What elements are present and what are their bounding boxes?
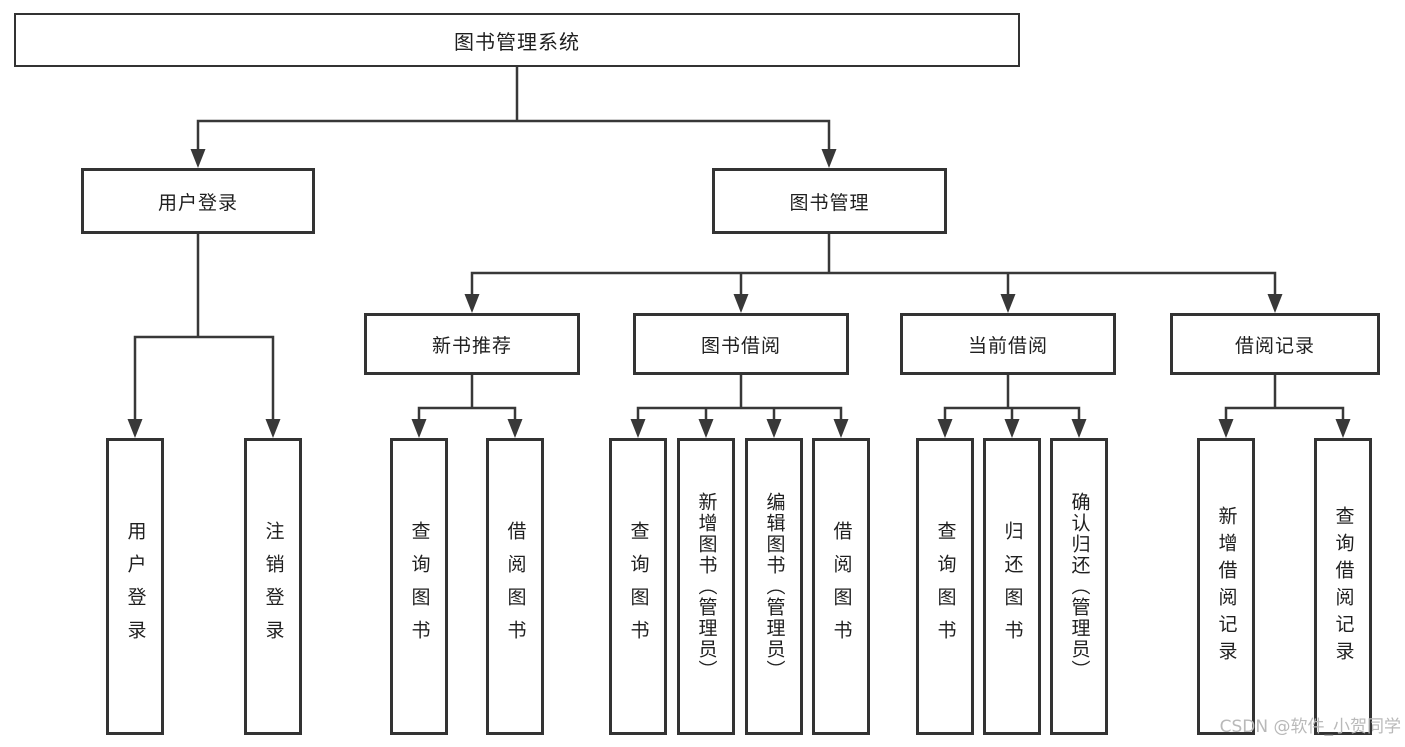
node-label: 图书管理系统 [454, 29, 580, 54]
leaf-label: 确认归还（管理员） [1068, 492, 1091, 681]
node-new-book-recommend: 新书推荐 [364, 313, 580, 375]
leaf-return-book: 归还图书 [983, 438, 1041, 735]
node-label: 用户登录 [157, 191, 238, 214]
node-book-borrow: 图书借阅 [633, 313, 849, 375]
leaf-query-book-recommend: 查询图书 [390, 438, 448, 735]
leaf-label: 查询图书 [627, 520, 650, 653]
leaf-label: 注销登录 [262, 520, 285, 653]
leaf-edit-book-admin: 编辑图书（管理员） [745, 438, 803, 735]
node-borrow-records: 借阅记录 [1170, 313, 1380, 375]
leaf-label: 查询图书 [934, 520, 957, 653]
leaf-borrow-book: 借阅图书 [812, 438, 870, 735]
node-library-management-system: 图书管理系统 [14, 13, 1020, 67]
csdn-watermark: CSDN @软件_小贺同学 [1219, 717, 1401, 737]
leaf-label: 用户登录 [124, 520, 147, 653]
node-label: 新书推荐 [431, 334, 512, 357]
node-current-borrow: 当前借阅 [900, 313, 1116, 375]
leaf-label: 新增图书（管理员） [695, 492, 718, 681]
leaf-add-borrow-record: 新增借阅记录 [1197, 438, 1255, 735]
node-label: 图书管理 [789, 191, 870, 214]
node-label: 图书借阅 [700, 334, 781, 357]
leaf-query-book-current: 查询图书 [916, 438, 974, 735]
node-label: 当前借阅 [967, 334, 1048, 357]
leaf-label: 借阅图书 [504, 520, 527, 653]
leaf-query-book-borrow: 查询图书 [609, 438, 667, 735]
leaf-label: 新增借阅记录 [1215, 505, 1238, 668]
leaf-query-borrow-record: 查询借阅记录 [1314, 438, 1372, 735]
leaf-label: 编辑图书（管理员） [763, 492, 786, 681]
leaf-label: 查询借阅记录 [1332, 505, 1355, 668]
leaf-borrow-book-recommend: 借阅图书 [486, 438, 544, 735]
leaf-confirm-return-admin: 确认归还（管理员） [1050, 438, 1108, 735]
leaf-label: 借阅图书 [830, 520, 853, 653]
leaf-add-book-admin: 新增图书（管理员） [677, 438, 735, 735]
leaf-label: 归还图书 [1001, 520, 1024, 653]
node-book-management: 图书管理 [712, 168, 947, 234]
leaf-label: 查询图书 [408, 520, 431, 653]
leaf-user-login: 用户登录 [106, 438, 164, 735]
leaf-logout: 注销登录 [244, 438, 302, 735]
node-user-login: 用户登录 [81, 168, 315, 234]
node-label: 借阅记录 [1234, 334, 1315, 357]
